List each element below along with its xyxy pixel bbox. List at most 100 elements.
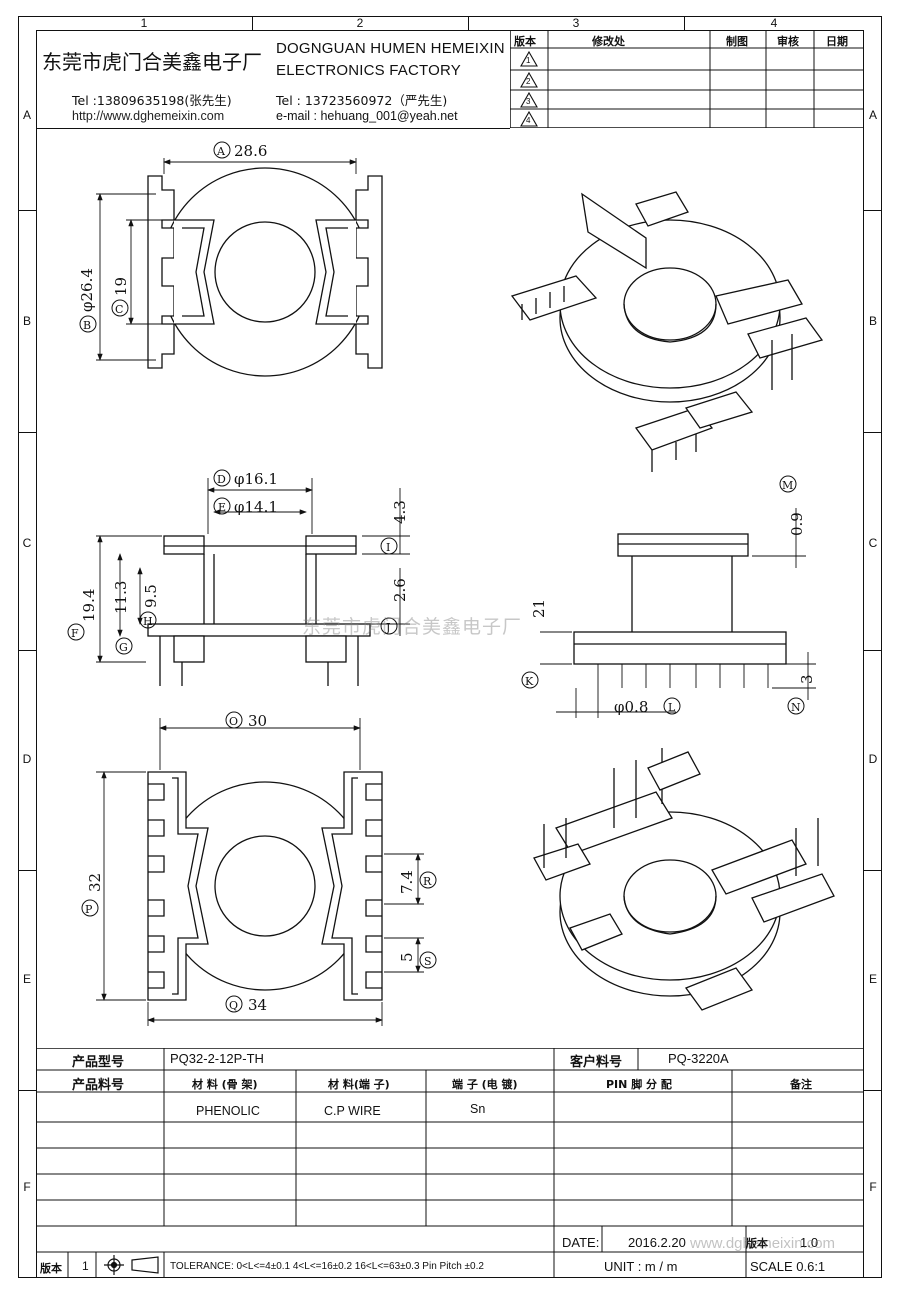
side-view-drawing <box>573 533 787 688</box>
version-rev-value: 1 <box>82 1259 89 1273</box>
zone-row-d-right: D <box>868 752 878 766</box>
product-model-label: 产品型号 <box>72 1055 125 1070</box>
email-link[interactable]: e-mail : hehuang_001@yeah.net <box>276 109 458 123</box>
zone-row-ticks-left <box>18 30 36 1278</box>
tolerance-note: TOLERANCE: 0<L<=4±0.1 4<L<=16±0.2 16<L<=… <box>170 1261 484 1272</box>
iso-view-bottom-drawing <box>533 748 835 1011</box>
dim-h-value: 9.5 <box>142 584 160 608</box>
dimension-lines-side <box>540 508 816 718</box>
company-name-cn: 东莞市虎门合美鑫电子厂 <box>42 50 262 74</box>
header-block <box>36 30 510 129</box>
dim-o-value: 30 <box>248 712 267 730</box>
version-label: 版本 <box>746 1237 768 1250</box>
scale-note: SCALE 0.6:1 <box>750 1259 826 1274</box>
rev-row-2: 2 <box>526 77 531 86</box>
version-value: 1.0 <box>800 1235 819 1250</box>
svg-text:C: C <box>115 303 123 316</box>
dimension-lines-top <box>96 158 357 361</box>
revision-table-grid <box>510 30 864 128</box>
dim-j-value: 2.6 <box>391 578 409 602</box>
dim-n-value: 3 <box>798 674 816 684</box>
dim-11-3-value: 11.3 <box>112 581 130 614</box>
zone-row-ticks-right <box>864 30 882 1278</box>
svg-text:O: O <box>229 715 238 728</box>
zone-row-a-right: A <box>868 108 877 122</box>
dimension-lines-front <box>96 478 410 663</box>
version-rev-label: 版本 <box>40 1262 62 1275</box>
zone-row-b-left: B <box>22 314 31 328</box>
drawing-area: A 28.6 B φ26.4 C 19 <box>67 141 835 1026</box>
svg-text:M: M <box>782 479 793 492</box>
dim-e-value: φ14.1 <box>234 498 278 516</box>
dimension-lines-bottom <box>96 718 424 1026</box>
dim-i-top-value: 4.3 <box>391 500 409 524</box>
rev-row-4: 4 <box>526 116 531 125</box>
product-model-value: PQ32-2-12P-TH <box>170 1051 264 1066</box>
svg-text:N: N <box>791 701 801 714</box>
zone-col-3: 3 <box>572 16 580 30</box>
svg-text:E: E <box>218 501 226 514</box>
side-view-labels: M 0.9 21 K φ0.8 L 3 N <box>521 475 816 716</box>
svg-text:R: R <box>423 875 432 888</box>
terminal-plating-label: 端 子 (电 镀) <box>452 1078 518 1091</box>
projection-symbol-icon <box>104 1255 159 1275</box>
svg-text:D: D <box>217 473 226 486</box>
material-bobbin-label: 材 料 (骨 架) <box>192 1078 258 1091</box>
remarks-label: 备注 <box>790 1078 812 1091</box>
product-no-label: 产品料号 <box>72 1078 125 1093</box>
svg-text:A: A <box>216 145 226 158</box>
dim-q-value: 34 <box>248 996 267 1014</box>
zone-col-4: 4 <box>770 16 778 30</box>
material-pin-label: 材 料(端 子) <box>328 1078 390 1091</box>
dim-f-value: 19.4 <box>80 589 98 622</box>
plating-value: Sn <box>470 1102 486 1116</box>
svg-text:S: S <box>424 955 432 968</box>
material-pin-value: C.P WIRE <box>324 1104 381 1118</box>
top-view-drawing <box>147 167 383 377</box>
dim-l-value: φ0.8 <box>614 698 648 716</box>
dim-r-value: 7.4 <box>398 870 416 894</box>
svg-text:G: G <box>119 641 128 654</box>
rev-header-checked: 审核 <box>777 35 799 48</box>
svg-text:I: I <box>386 541 390 554</box>
rev-row-1: 1 <box>526 56 531 65</box>
zone-col-2: 2 <box>356 16 364 30</box>
watermark-text: 东莞市虎门合美鑫电子厂 <box>302 616 523 638</box>
zone-row-e-right: E <box>868 972 877 986</box>
svg-text:F: F <box>71 627 79 640</box>
svg-text:J: J <box>385 621 390 634</box>
company-name-en-line1: DOGNGUAN HUMEN HEMEIXIN <box>276 40 505 57</box>
zone-row-e-left: E <box>22 972 31 986</box>
zone-row-a-left: A <box>22 108 31 122</box>
company-name-en-line2: ELECTRONICS FACTORY <box>276 62 461 79</box>
zone-col-1: 1 <box>140 16 148 30</box>
svg-text:L: L <box>668 701 676 714</box>
bottom-view-labels: O 30 P 32 Q 34 7.4 R 5 S <box>81 711 437 1014</box>
zone-row-d-left: D <box>22 752 32 766</box>
zone-row-f-left: F <box>23 1180 31 1194</box>
customer-no-value: PQ-3220A <box>668 1051 729 1066</box>
date-value: 2016.2.20 <box>628 1235 686 1250</box>
dim-d-value: φ16.1 <box>234 470 278 488</box>
dim-c-value: 19 <box>112 277 130 296</box>
svg-text:H: H <box>143 615 153 628</box>
rev-header-change: 修改处 <box>592 35 625 48</box>
zone-row-b-right: B <box>868 314 877 328</box>
front-view-labels: D φ16.1 E φ14.1 4.3 I 2.6 J F 19.4 11.3 … <box>67 469 409 655</box>
svg-text:B: B <box>83 319 91 332</box>
rev-header-date: 日期 <box>826 35 848 48</box>
dim-b-value: φ26.4 <box>78 268 96 312</box>
website-link[interactable]: http://www.dghemeixin.com <box>72 109 225 123</box>
top-view-labels: A 28.6 B φ26.4 C 19 <box>78 141 267 333</box>
contact-tel-2: Tel : 13723560972（严先生) <box>276 93 448 108</box>
material-bobbin-value: PHENOLIC <box>196 1104 260 1118</box>
title-block-grid <box>36 1048 864 1278</box>
rev-row-3: 3 <box>526 97 531 106</box>
pin-assign-label: PIN 脚 分 配 <box>606 1078 672 1091</box>
dim-m-value: 0.9 <box>788 512 806 536</box>
customer-no-label: 客户料号 <box>570 1055 623 1070</box>
svg-text:K: K <box>525 675 534 688</box>
zone-row-f-right: F <box>869 1180 877 1194</box>
zone-col-ticks <box>36 16 864 30</box>
rev-header-drawn: 制图 <box>726 35 748 48</box>
